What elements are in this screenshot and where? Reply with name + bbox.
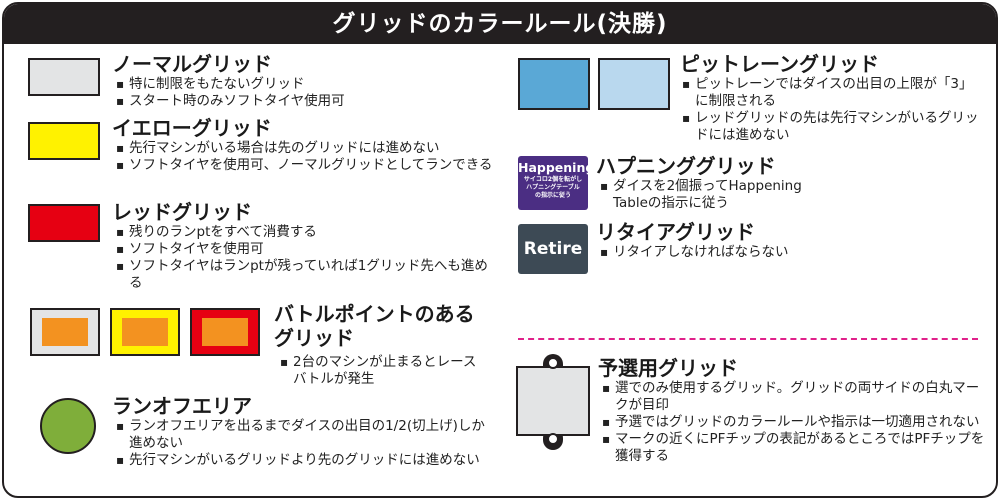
happening-icon-caption: ハプニングテーブル [526,184,580,191]
list-item: スタート時のみソフトタイヤ使用可 [116,93,496,110]
normal-grid-heading: ノーマルグリッド [112,52,272,76]
battle-point-marker [42,318,88,346]
runoff-area-rules: ランオフエリアを出るまでダイスの出目の1/2(切上げ)しか進めない 先行マシンが… [116,418,496,469]
happening-icon-title: Happening [518,160,595,175]
happening-icon-caption: の指示に従う [534,192,571,199]
list-item: ソフトタイヤはランptが残っていれば1グリッド先へも進める [116,258,492,292]
battle-grid-heading-line2: グリッド [274,326,354,350]
qualifying-grid-heading: 予選用グリッド [598,356,738,380]
qualifying-grid-rules: 選でのみ使用するグリッド。グリッドの両サイドの白丸マークが目印 予選ではグリッド… [602,380,986,465]
list-item: 予選ではグリッドのカラールールや指示は一切適用されない [602,414,986,431]
pitlane-grid-rules: ピットレーンではダイスの出目の上限が「3」に制限される レッドグリッドの先は先行… [682,76,982,144]
list-item: 先行マシンがいるグリッドより先のグリッドには進めない [116,452,496,469]
list-item: 特に制限をもたないグリッド [116,76,496,93]
normal-grid-swatch [28,58,100,96]
list-item: ランオフエリアを出るまでダイスの出目の1/2(切上げ)しか進めない [116,418,496,452]
retire-icon-label: Retire [523,239,583,259]
runoff-area-circle [40,398,96,454]
pitlane-grid-heading: ピットレーングリッド [680,52,879,76]
qualifying-grid-swatch [516,366,590,436]
normal-grid-rules: 特に制限をもたないグリッド スタート時のみソフトタイヤ使用可 [116,76,496,110]
page-title: グリッドのカラールール(決勝) [4,4,996,44]
list-item: 先行マシンがいる場合は先のグリッドには進めない [116,140,494,157]
pitlane-light-swatch [598,58,670,110]
white-circle-mark-icon [547,357,559,369]
retire-grid-heading: リタイアグリッド [596,220,755,244]
list-item: 2台のマシンが止まるとレースバトルが発生 [280,354,480,388]
list-item: ピットレーンではダイスの出目の上限が「3」に制限される [682,76,982,110]
yellow-grid-swatch [28,122,100,160]
list-item: ダイスを2個振ってHappening Tableの指示に従う [600,178,840,212]
list-item: ソフトタイヤを使用可 [116,241,492,258]
yellow-grid-rules: 先行マシンがいる場合は先のグリッドには進めない ソフトタイヤを使用可、ノーマルグ… [116,140,494,174]
list-item: 選でのみ使用するグリッド。グリッドの両サイドの白丸マークが目印 [602,380,986,414]
happening-grid-rules: ダイスを2個振ってHappening Tableの指示に従う [600,178,840,212]
happening-icon-caption: サイコロ2個を転がし [523,176,583,183]
yellow-grid-heading: イエローグリッド [112,116,272,140]
red-grid-rules: 残りのランptをすべて消費する ソフトタイヤを使用可 ソフトタイヤはランptが残… [116,224,492,292]
section-divider [518,338,978,340]
battle-grid-rules: 2台のマシンが止まるとレースバトルが発生 [280,354,480,388]
battle-normal-swatch [30,308,100,356]
pitlane-dark-swatch [518,58,590,110]
retire-icon: Retire [518,224,588,274]
red-grid-heading: レッドグリッド [112,200,252,224]
retire-grid-rules: リタイアしなければならない [600,244,900,261]
battle-point-marker [122,318,168,346]
list-item: ソフトタイヤを使用可、ノーマルグリッドとしてランできる [116,157,494,174]
happening-icon: Happening サイコロ2個を転がし ハプニングテーブル の指示に従う [518,156,595,210]
list-item: リタイアしなければならない [600,244,900,261]
list-item: レッドグリッドの先は先行マシンがいるグリッドには進めない [682,110,982,144]
white-circle-mark-icon [547,433,559,445]
battle-grid-heading-line1: バトルポイントのある [274,302,475,326]
list-item: 残りのランptをすべて消費する [116,224,492,241]
happening-grid-heading: ハプニンググリッド [596,154,776,178]
runoff-area-heading: ランオフエリア [112,394,252,418]
red-grid-swatch [28,204,100,242]
battle-point-marker [202,318,248,346]
list-item: マークの近くにPFチップの表記があるところではPFチップを獲得する [602,431,986,465]
